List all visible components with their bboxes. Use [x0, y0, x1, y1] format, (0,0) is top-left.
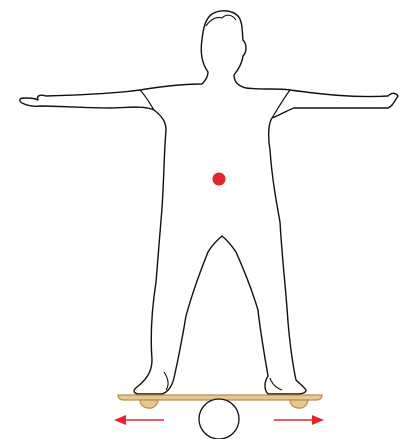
- head-hair-detail: [206, 15, 236, 26]
- roller-cylinder: [199, 399, 239, 439]
- arrow-left: [114, 415, 164, 425]
- arrow-right: [274, 415, 324, 425]
- board-stopper-right: [290, 400, 308, 408]
- center-of-mass-dot: [213, 173, 226, 186]
- person-outline: [20, 11, 398, 394]
- left-leg-inner-contour: [164, 372, 168, 390]
- board-stopper-left: [140, 400, 158, 408]
- right-leg-inner-contour: [270, 378, 282, 390]
